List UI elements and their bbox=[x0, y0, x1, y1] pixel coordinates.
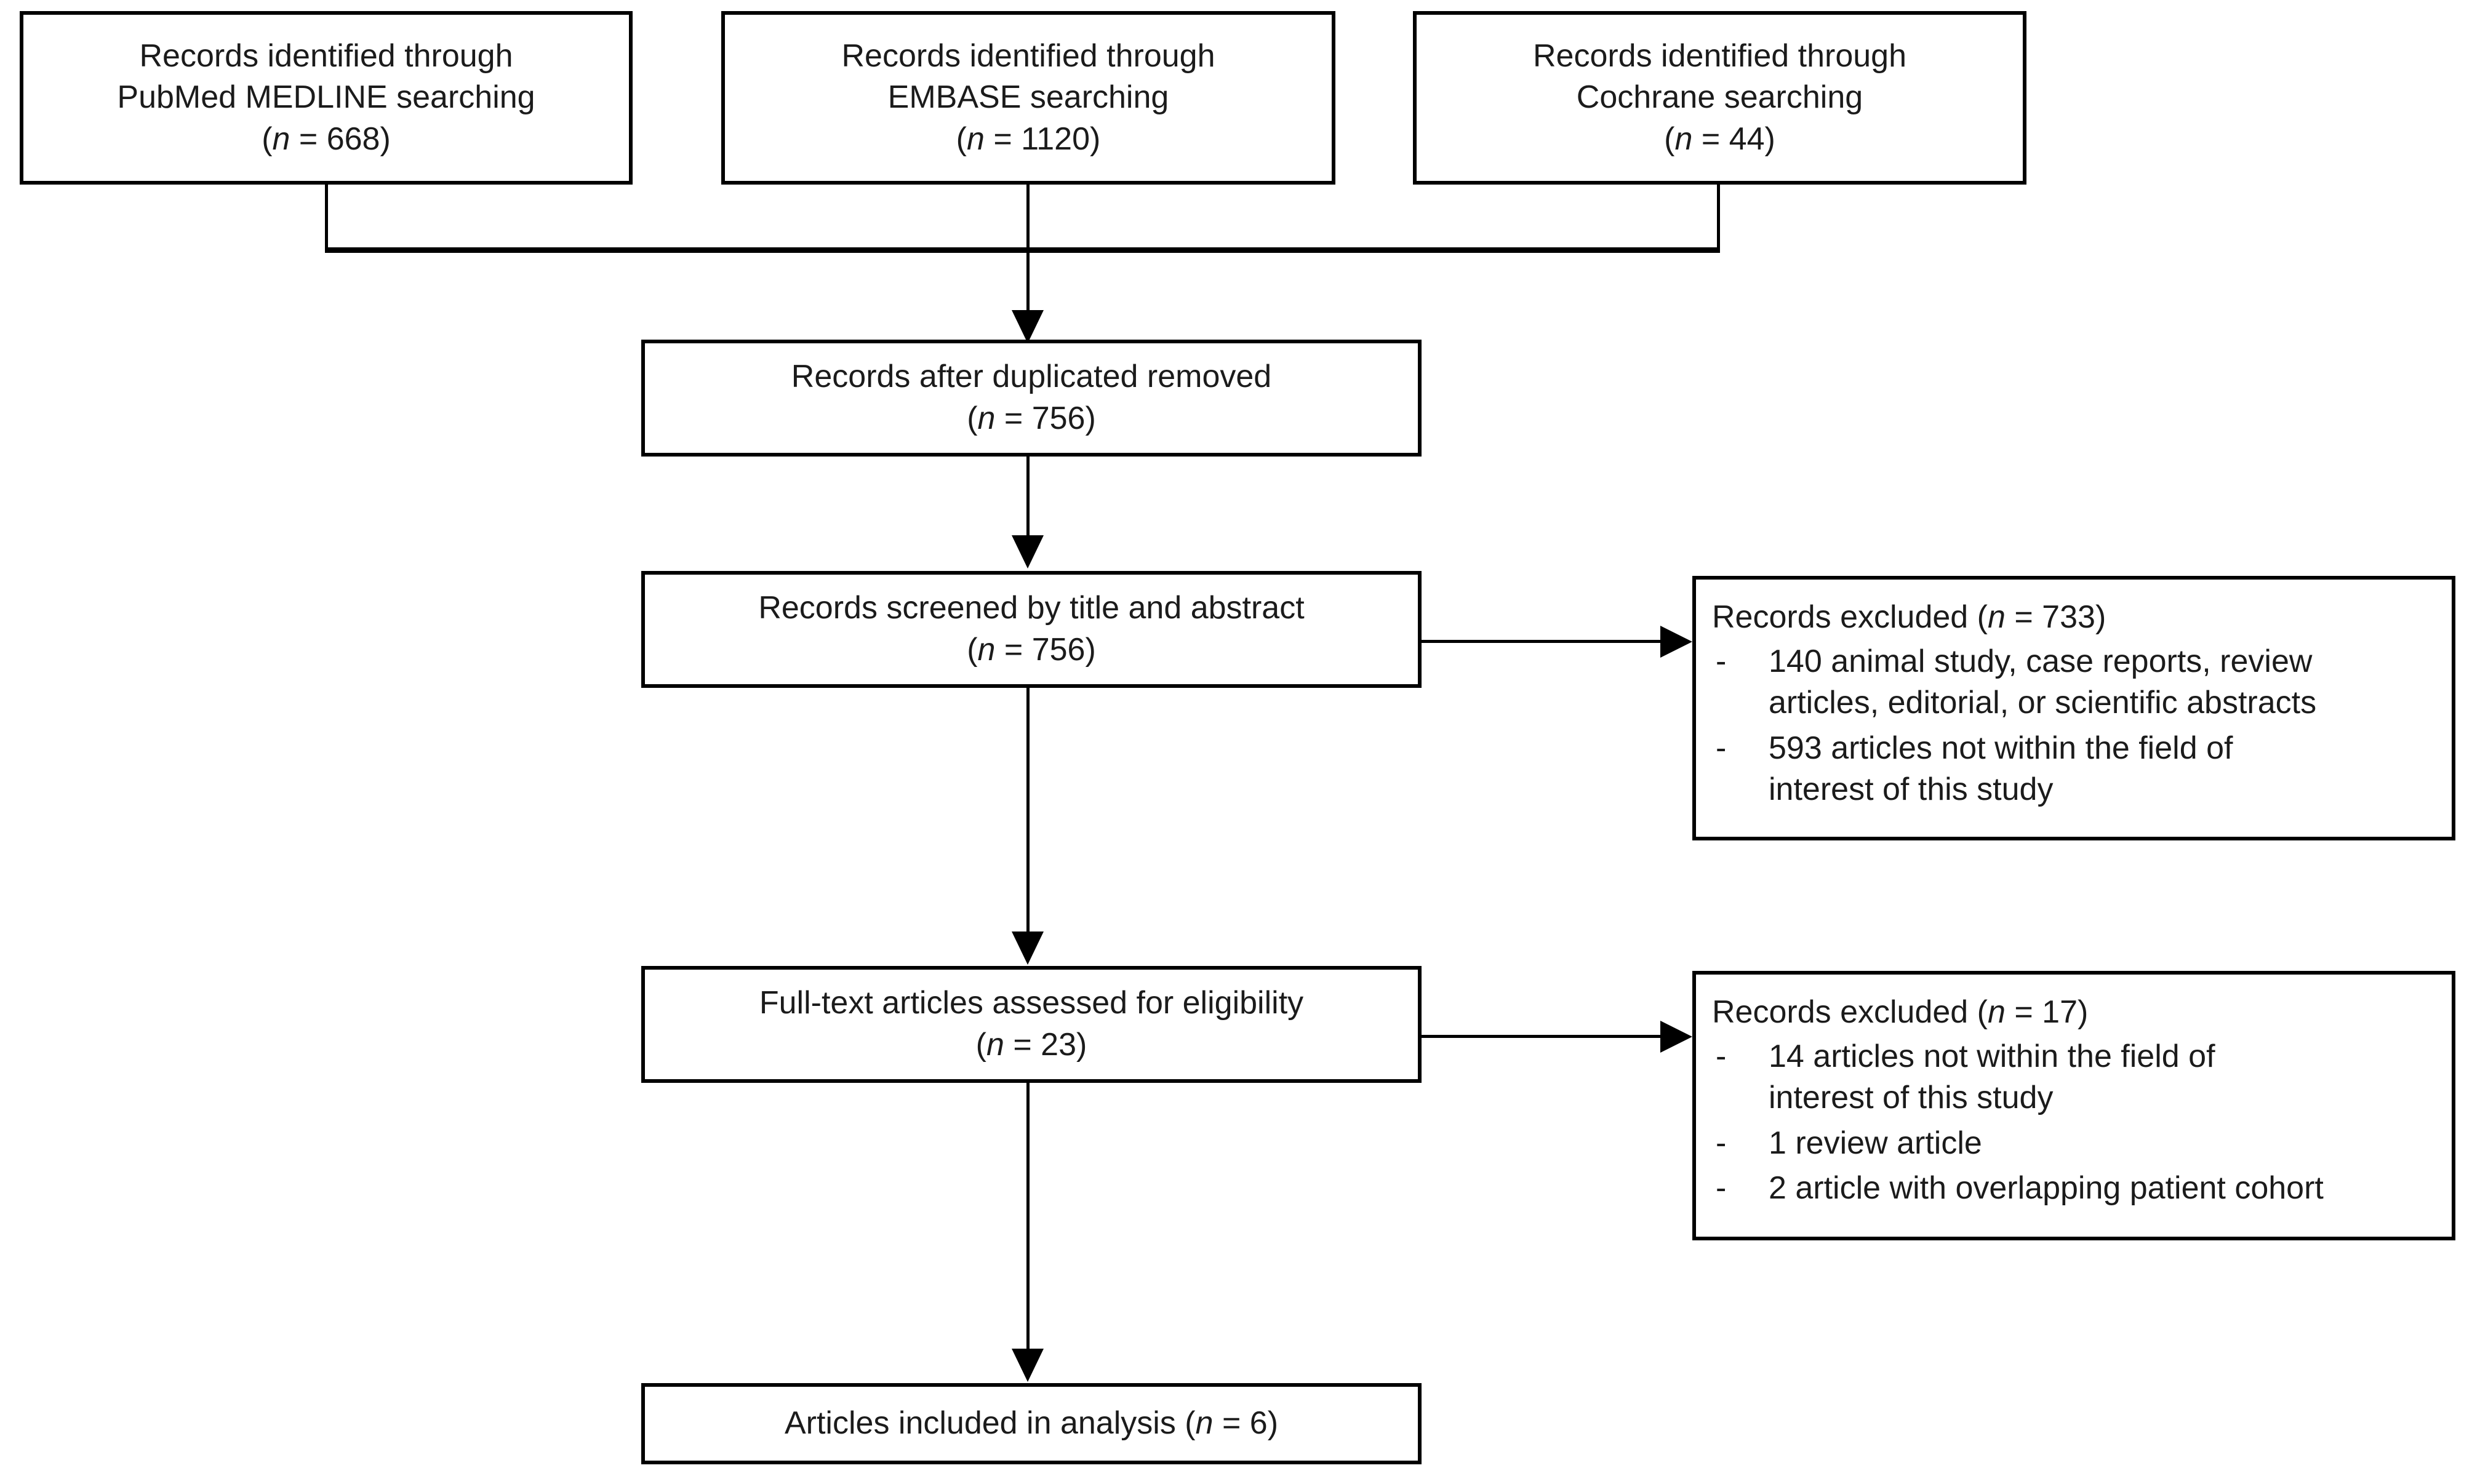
source-box-cochrane[interactable]: Records identified through Cochrane sear… bbox=[1413, 11, 2026, 185]
dedup-line1: Records after duplicated removed bbox=[791, 359, 1272, 395]
screened-count: (n = 756) bbox=[967, 632, 1096, 668]
source-embase-line2: EMBASE searching bbox=[887, 79, 1169, 116]
source-embase-line1: Records identified through bbox=[841, 38, 1215, 74]
arrow-down-icon-merge bbox=[1012, 310, 1044, 343]
arrow-down-icon-dedup bbox=[1012, 535, 1044, 568]
reason-line1: 14 articles not within the field of bbox=[1769, 1038, 2215, 1074]
exclusion-box-eligibility[interactable]: Records excluded (n = 17) - 14 articles … bbox=[1692, 971, 2455, 1240]
included-line1: Articles included in analysis (n = 6) bbox=[784, 1405, 1279, 1442]
exclusion-screening-reasons: - 140 animal study, case reports, review… bbox=[1696, 641, 2452, 811]
reason-line1: 140 animal study, case reports, review bbox=[1769, 643, 2313, 679]
arrow-right-icon-fulltext bbox=[1660, 1021, 1692, 1053]
reason-line2: interest of this study bbox=[1769, 1080, 2054, 1116]
dedup-count: (n = 756) bbox=[967, 401, 1096, 436]
stage-box-deduplicated[interactable]: Records after duplicated removed (n = 75… bbox=[641, 340, 1422, 457]
list-item: - 14 articles not within the field of in… bbox=[1712, 1036, 2452, 1119]
source-cochrane-count: (n = 44) bbox=[1664, 121, 1775, 157]
connector-screened-to-excluded bbox=[1422, 640, 1663, 643]
exclusion-box-screening[interactable]: Records excluded (n = 733) - 140 animal … bbox=[1692, 576, 2455, 840]
reason-line2: articles, editorial, or scientific abstr… bbox=[1769, 685, 2317, 721]
list-item: - 1 review article bbox=[1712, 1123, 2452, 1165]
stage-box-screened[interactable]: Records screened by title and abstract (… bbox=[641, 571, 1422, 688]
arrow-right-icon-screened bbox=[1660, 626, 1692, 658]
connector-dedup-to-screened bbox=[1026, 457, 1030, 540]
source-cochrane-line2: Cochrane searching bbox=[1576, 79, 1863, 116]
bullet-dash-icon: - bbox=[1716, 730, 1727, 766]
source-box-pubmed[interactable]: Records identified through PubMed MEDLIN… bbox=[20, 11, 633, 185]
list-item: - 593 articles not within the field of i… bbox=[1712, 728, 2452, 811]
bullet-dash-icon: - bbox=[1716, 1038, 1727, 1074]
bullet-dash-icon: - bbox=[1716, 1125, 1727, 1161]
list-item: - 140 animal study, case reports, review… bbox=[1712, 641, 2452, 724]
connector-screened-to-fulltext bbox=[1026, 688, 1030, 936]
screened-line1: Records screened by title and abstract bbox=[758, 590, 1305, 626]
arrow-down-icon-screened bbox=[1012, 931, 1044, 965]
connector-fulltext-to-included bbox=[1026, 1083, 1030, 1354]
bullet-dash-icon: - bbox=[1716, 1170, 1727, 1207]
reason-line1: 1 review article bbox=[1769, 1125, 1982, 1161]
connector-pubmed-drop bbox=[325, 185, 328, 250]
stage-box-included[interactable]: Articles included in analysis (n = 6) bbox=[641, 1383, 1422, 1464]
source-embase-count: (n = 1120) bbox=[956, 121, 1101, 157]
exclusion-eligibility-reasons: - 14 articles not within the field of in… bbox=[1696, 1036, 2452, 1210]
connector-embase-drop bbox=[1026, 185, 1030, 250]
bullet-dash-icon: - bbox=[1716, 643, 1727, 679]
arrow-down-icon-fulltext bbox=[1012, 1349, 1044, 1382]
reason-line1: 593 articles not within the field of bbox=[1769, 730, 2233, 766]
fulltext-line1: Full-text articles assessed for eligibil… bbox=[759, 985, 1304, 1021]
connector-cochrane-drop bbox=[1717, 185, 1720, 250]
reason-line1: 2 article with overlapping patient cohor… bbox=[1769, 1170, 2324, 1207]
connector-fulltext-to-excluded bbox=[1422, 1035, 1663, 1038]
source-pubmed-count: (n = 668) bbox=[262, 121, 391, 157]
exclusion-screening-header: Records excluded (n = 733) bbox=[1712, 599, 2106, 635]
source-box-embase[interactable]: Records identified through EMBASE search… bbox=[721, 11, 1335, 185]
source-cochrane-line1: Records identified through bbox=[1532, 38, 1907, 74]
merge-connector-icon bbox=[325, 247, 1720, 253]
connector-merge-to-dedup bbox=[1026, 247, 1030, 319]
fulltext-count: (n = 23) bbox=[975, 1027, 1087, 1063]
source-pubmed-line1: Records identified through bbox=[139, 38, 513, 74]
list-item: - 2 article with overlapping patient coh… bbox=[1712, 1168, 2452, 1210]
stage-box-fulltext[interactable]: Full-text articles assessed for eligibil… bbox=[641, 966, 1422, 1083]
exclusion-eligibility-header: Records excluded (n = 17) bbox=[1712, 994, 2089, 1030]
source-pubmed-line2: PubMed MEDLINE searching bbox=[117, 79, 535, 116]
reason-line2: interest of this study bbox=[1769, 772, 2054, 808]
